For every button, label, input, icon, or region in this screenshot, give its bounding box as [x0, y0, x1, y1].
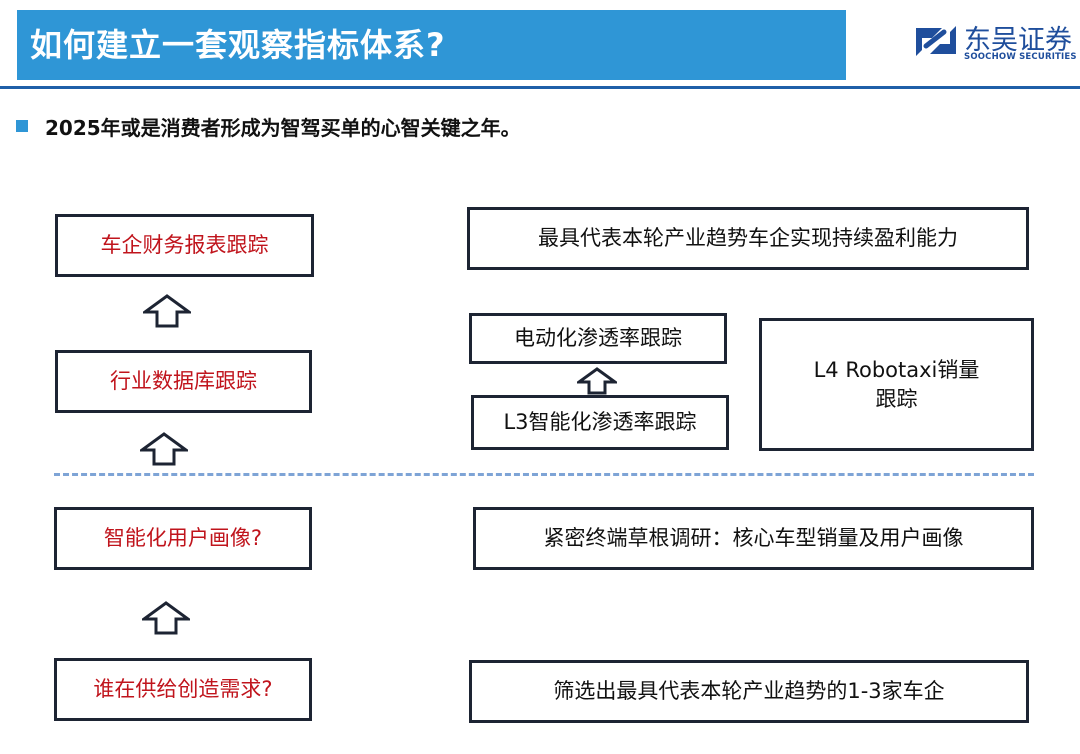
- up-arrow-icon: [140, 432, 188, 466]
- bullet-icon: [16, 120, 28, 132]
- ev-penetration-box: 电动化渗透率跟踪: [469, 313, 727, 364]
- logo-english-name: SOOCHOW SECURITIES: [964, 52, 1077, 62]
- up-arrow-icon: [577, 367, 617, 395]
- automaker-screening-box: 筛选出最具代表本轮产业趋势的1-3家车企: [469, 660, 1029, 723]
- l3-penetration-box: L3智能化渗透率跟踪: [471, 395, 729, 450]
- profitability-box: 最具代表本轮产业趋势车企实现持续盈利能力: [467, 207, 1029, 270]
- section-divider: [54, 473, 1034, 476]
- subtitle: 2025年或是消费者形成为智驾买单的心智关键之年。: [45, 116, 521, 140]
- robotaxi-line-1: L4 Robotaxi销量: [813, 358, 980, 383]
- title-bar: [17, 10, 846, 80]
- financial-statement-box: 车企财务报表跟踪: [55, 214, 314, 277]
- page-title: 如何建立一套观察指标体系?: [30, 26, 446, 64]
- logo-chinese-name: 东吴证券: [964, 25, 1072, 56]
- up-arrow-icon: [143, 294, 191, 328]
- soochow-logo-icon: [916, 26, 956, 56]
- supply-demand-box: 谁在供给创造需求?: [54, 658, 312, 721]
- up-arrow-icon: [142, 601, 190, 635]
- user-profile-box: 智能化用户画像?: [54, 507, 312, 570]
- header-rule: [0, 86, 1080, 89]
- field-research-box: 紧密终端草根调研：核心车型销量及用户画像: [473, 507, 1034, 570]
- robotaxi-line-2: 跟踪: [875, 386, 918, 411]
- robotaxi-sales-box: L4 Robotaxi销量 跟踪: [759, 318, 1034, 451]
- industry-database-box: 行业数据库跟踪: [55, 350, 312, 413]
